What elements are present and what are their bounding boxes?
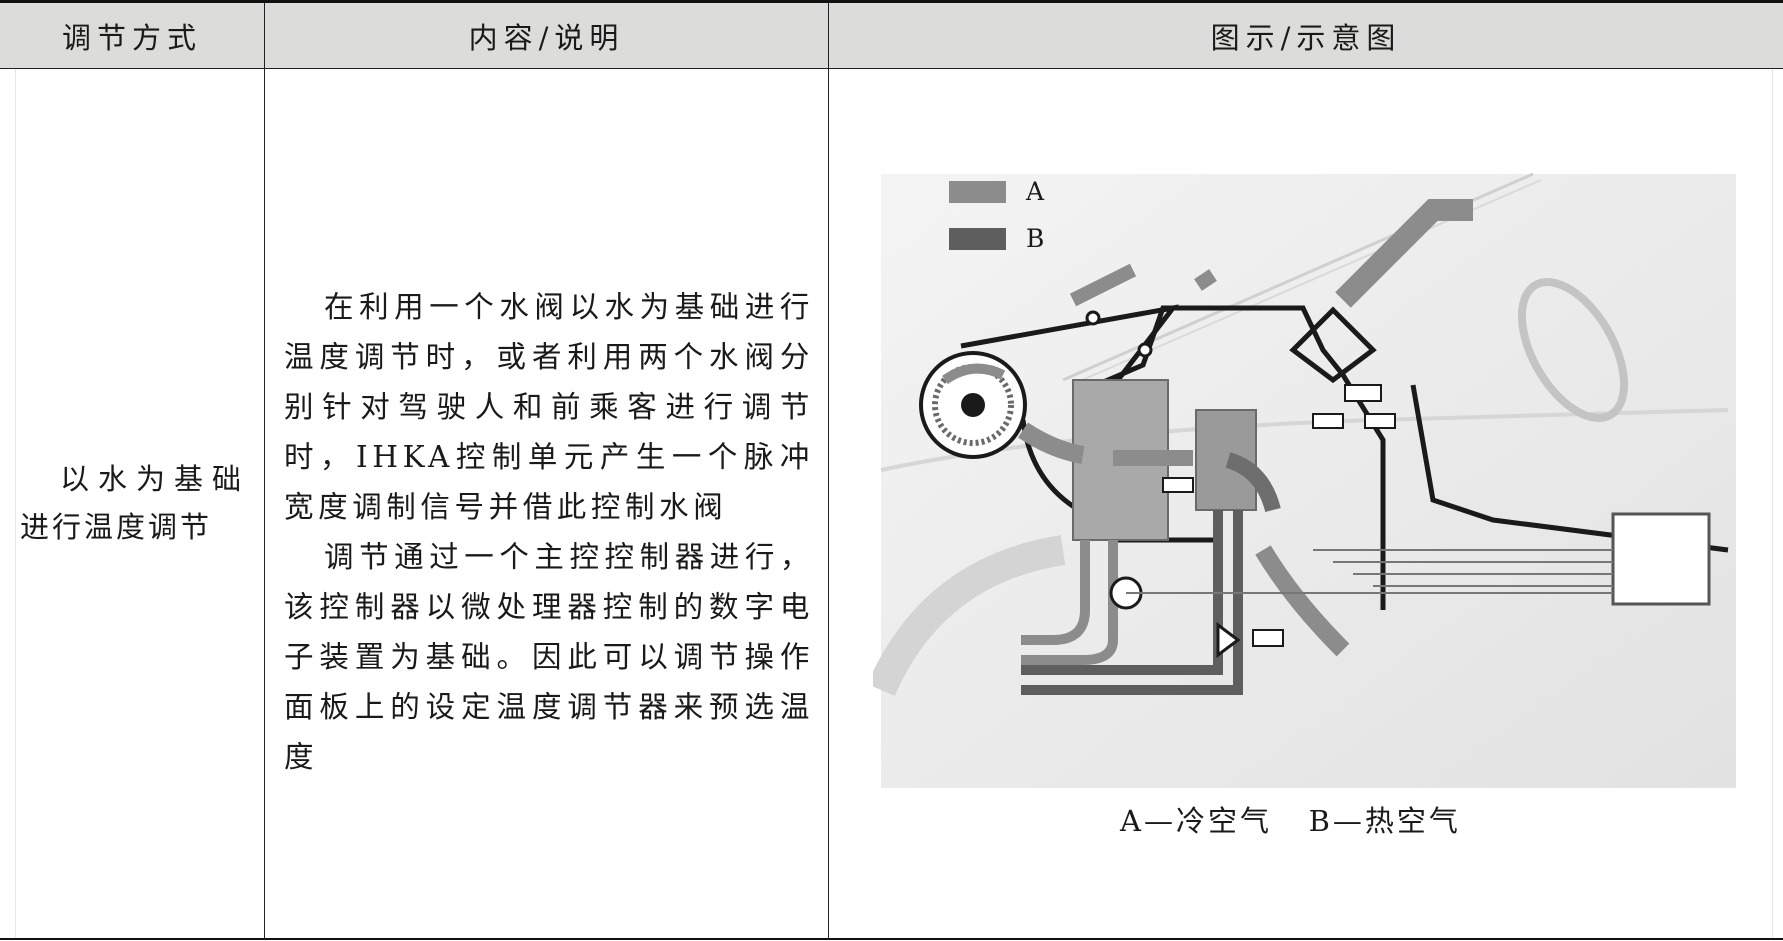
method-line: 以水为基础 <box>60 462 251 496</box>
hvac-diagram-drawing: A B <box>867 172 1736 788</box>
water-pipe <box>1021 510 1223 675</box>
water-pipe <box>1021 540 1118 665</box>
water-pipe <box>1021 510 1243 695</box>
column-divider <box>264 3 265 938</box>
water-valve <box>1216 622 1241 658</box>
blower-motor <box>961 393 985 417</box>
steering-wheel <box>1517 278 1629 422</box>
hvac-diagram: A B <box>867 170 1736 790</box>
valve-solenoid <box>1252 629 1284 647</box>
top-rule <box>0 0 1783 3</box>
header-method: 调节方式 <box>61 20 202 55</box>
legend-swatch-a <box>949 181 1006 203</box>
vent-air-arrow <box>1069 263 1137 307</box>
header-description: 内容/说明 <box>468 20 625 55</box>
method-line: 进行温度调节 <box>20 510 213 544</box>
flap-pivot <box>1085 310 1101 326</box>
hot-air-arrow <box>1225 452 1281 513</box>
method-cell: 以水为基础 进行温度调节 <box>20 455 250 551</box>
vent-air-arrow <box>1194 269 1217 291</box>
column-divider <box>828 3 829 938</box>
flap-pivot <box>1137 342 1153 358</box>
temperature-sensor <box>1364 413 1396 429</box>
header-row <box>0 3 1783 68</box>
legend-label-a: A <box>1025 177 1045 206</box>
temperature-sensor <box>1162 477 1194 493</box>
bottom-rule <box>0 938 1783 940</box>
description-cell: 在利用一个水阀以水为基础进行温度调节时，或者利用两个水阀分别针对驾驶人和前乘客进… <box>284 282 814 782</box>
description-paragraph: 在利用一个水阀以水为基础进行温度调节时，或者利用两个水阀分别针对驾驶人和前乘客进… <box>284 290 814 524</box>
defrost-flap <box>1289 306 1377 384</box>
water-pipe <box>1021 540 1090 645</box>
diagram-background <box>881 174 1736 788</box>
legend-label-b: B <box>1026 224 1044 253</box>
left-margin-line <box>15 69 16 938</box>
blower-flow-arrow <box>942 363 1006 385</box>
ihka-control-unit <box>1611 512 1711 606</box>
temperature-sensor <box>1344 384 1382 402</box>
figure-caption: A—冷空气 B—热空气 <box>1120 804 1461 838</box>
wheel-arch <box>867 535 1066 697</box>
legend-swatch-b <box>949 228 1006 250</box>
cold-air-arrow <box>1018 422 1085 464</box>
header-rule <box>0 68 1783 69</box>
control-wiring <box>1126 549 1613 594</box>
header-figure: 图示/示意图 <box>1210 20 1402 55</box>
defrost-air-arrow <box>1335 199 1473 308</box>
temperature-sensor <box>1312 413 1344 429</box>
right-margin-line <box>1772 69 1773 938</box>
footwell-air-arrow <box>1255 545 1350 657</box>
blower-blades <box>932 364 1014 446</box>
description-paragraph: 调节通过一个主控控制器进行，该控制器以微处理器控制的数字电子装置为基础。因此可以… <box>284 540 814 774</box>
footwell-duct <box>1410 384 1729 553</box>
